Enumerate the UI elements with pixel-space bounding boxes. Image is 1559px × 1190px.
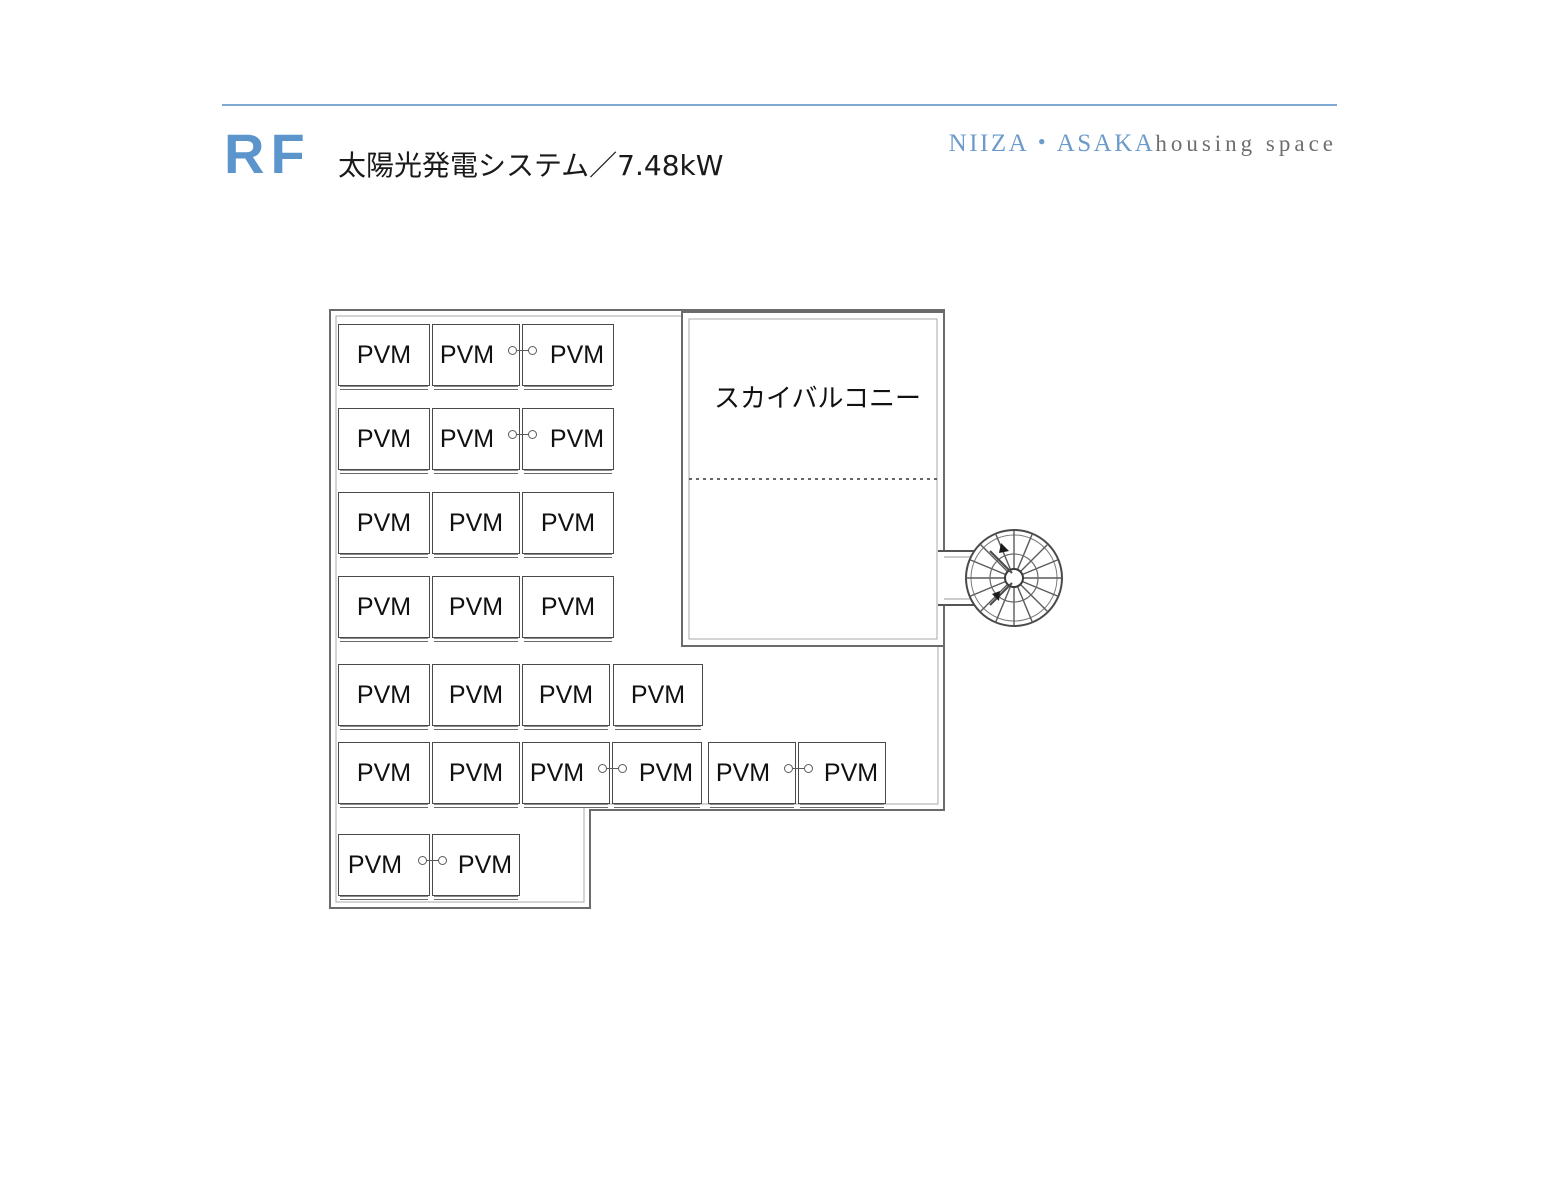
pv-module-label: PVM bbox=[356, 680, 412, 709]
page-title-floor-badge: RF bbox=[224, 122, 311, 185]
pv-module: PVM bbox=[432, 834, 520, 900]
brand-logo-primary: NIIZA・ASAKA bbox=[948, 130, 1156, 157]
pv-module: PVM bbox=[522, 492, 614, 558]
pv-module: PVM bbox=[432, 408, 520, 474]
pv-module: PVM bbox=[612, 742, 702, 808]
pv-module: PVM bbox=[432, 742, 520, 808]
pv-module: PVM bbox=[432, 324, 520, 390]
pv-module-label: PVM bbox=[529, 758, 585, 787]
pv-module-label: PVM bbox=[630, 680, 686, 709]
pv-module-label: PVM bbox=[356, 424, 412, 453]
pv-module: PVM bbox=[338, 408, 430, 474]
pv-module: PVM bbox=[338, 324, 430, 390]
pv-module: PVM bbox=[432, 492, 520, 558]
sky-balcony-outline bbox=[681, 311, 945, 647]
pv-module-label: PVM bbox=[538, 680, 594, 709]
stair-direction-arrow-down-icon bbox=[992, 591, 1000, 601]
pv-module: PVM bbox=[522, 576, 614, 642]
brand-logo: NIIZA・ASAKAhousing space bbox=[949, 131, 1337, 156]
pv-module-label: PVM bbox=[448, 680, 504, 709]
pv-module-label: PVM bbox=[540, 592, 596, 621]
pv-module: PVM bbox=[338, 492, 430, 558]
brand-logo-secondary: housing space bbox=[1155, 131, 1337, 156]
pv-module: PVM bbox=[338, 664, 430, 730]
stair-direction-arrow-up-icon bbox=[999, 543, 1009, 553]
pv-module: PVM bbox=[432, 576, 520, 642]
pv-module-label: PVM bbox=[356, 592, 412, 621]
pv-module-label: PVM bbox=[347, 850, 403, 879]
pv-module: PVM bbox=[338, 834, 430, 900]
page-subtitle: 太陽光発電システム／7.48kW bbox=[338, 149, 724, 182]
pv-module-label: PVM bbox=[356, 758, 412, 787]
pv-module-label: PVM bbox=[448, 758, 504, 787]
pv-module-label: PVM bbox=[638, 758, 694, 787]
pv-module: PVM bbox=[522, 742, 610, 808]
pv-module-label: PVM bbox=[549, 340, 605, 369]
pv-module-label: PVM bbox=[540, 508, 596, 537]
pv-module: PVM bbox=[522, 664, 610, 730]
sky-balcony-label: スカイバルコニー bbox=[714, 384, 921, 414]
pv-module-label: PVM bbox=[356, 508, 412, 537]
pv-module-label: PVM bbox=[448, 508, 504, 537]
header-divider-rule bbox=[222, 104, 1337, 106]
pv-module: PVM bbox=[432, 664, 520, 730]
pv-module-label: PVM bbox=[448, 592, 504, 621]
pv-module-label: PVM bbox=[439, 424, 495, 453]
pv-module: PVM bbox=[338, 742, 430, 808]
pv-module-label: PVM bbox=[715, 758, 771, 787]
pv-module: PVM bbox=[522, 408, 614, 474]
pv-module: PVM bbox=[613, 664, 703, 730]
pv-module-label: PVM bbox=[549, 424, 605, 453]
pv-module: PVM bbox=[522, 324, 614, 390]
pv-module-label: PVM bbox=[439, 340, 495, 369]
pv-module-label: PVM bbox=[457, 850, 513, 879]
pv-module: PVM bbox=[338, 576, 430, 642]
pv-module-label: PVM bbox=[823, 758, 879, 787]
pv-module: PVM bbox=[798, 742, 886, 808]
pv-module-label: PVM bbox=[356, 340, 412, 369]
pv-module: PVM bbox=[708, 742, 796, 808]
spiral-staircase-icon bbox=[938, 529, 1063, 627]
